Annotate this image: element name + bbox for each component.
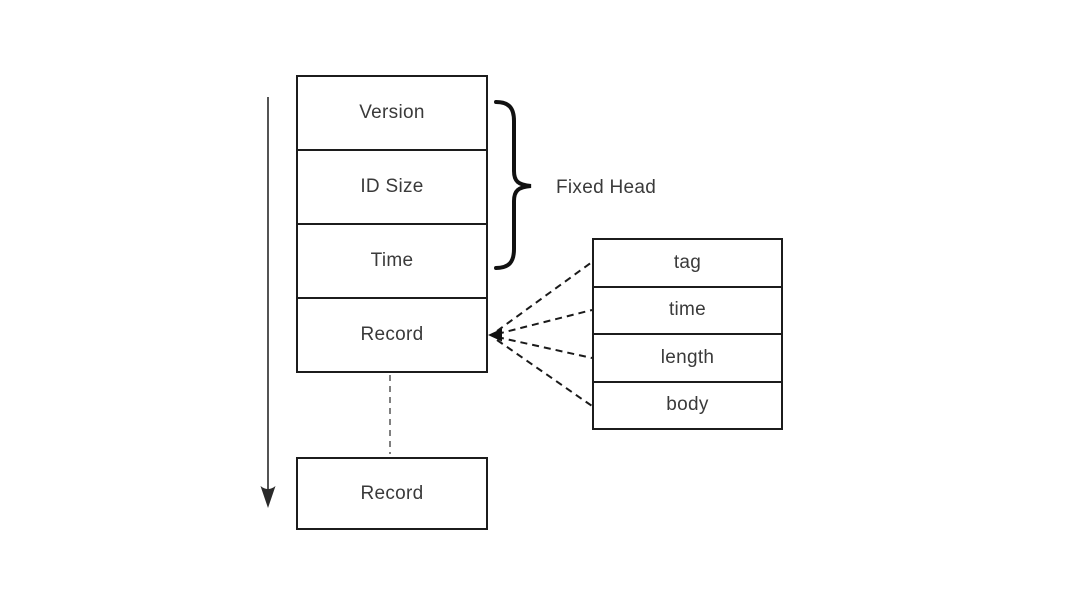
fixed-head-label: Fixed Head	[556, 177, 657, 198]
record-detail-arrow-head-icon	[488, 328, 502, 342]
main-field-stack: Version ID Size Time Record	[296, 75, 488, 373]
detail-field-tag: tag	[673, 251, 702, 273]
field-record: Record	[298, 297, 486, 371]
record-detail-dashed-line-length	[496, 336, 593, 359]
sequence-arrow-head-icon	[260, 486, 276, 508]
detail-field-time: time	[594, 285, 781, 334]
field-record-next: Record	[296, 457, 488, 530]
field-time: Time	[298, 223, 486, 297]
field-id-size: ID Size	[298, 149, 486, 223]
field-version: Version	[359, 102, 425, 123]
record-detail-dashed-line-time	[496, 309, 593, 335]
fixed-head-brace-icon	[494, 100, 532, 270]
detail-field-body: body	[594, 380, 781, 429]
detail-field-length: length	[594, 333, 781, 381]
record-detail-dashed-line-tag	[496, 261, 593, 332]
record-detail-dashed-line-body	[496, 339, 593, 407]
record-detail-stack: tag time length body	[592, 238, 783, 430]
